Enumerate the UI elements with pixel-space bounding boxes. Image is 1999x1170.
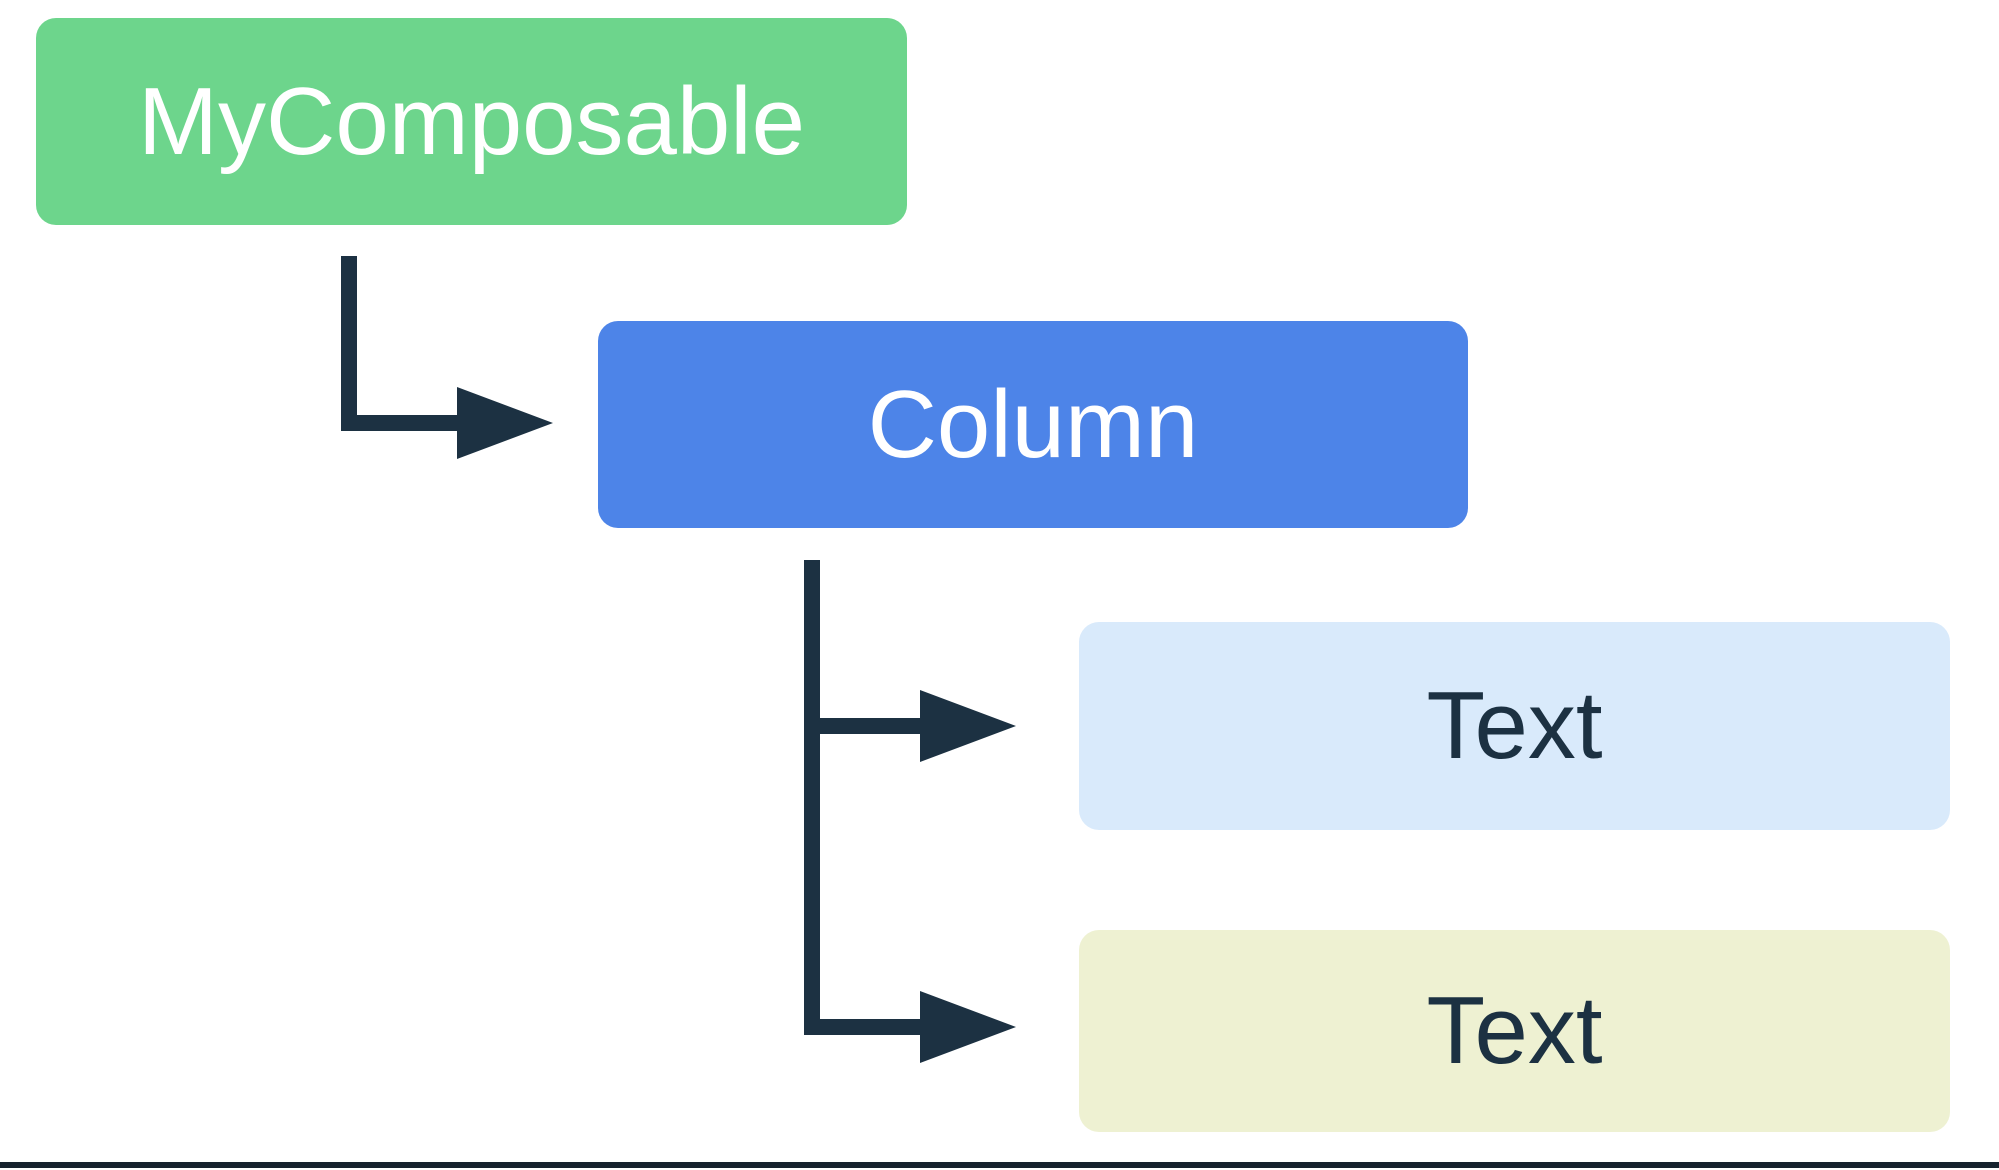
edge-column-children-trunk-line	[804, 560, 820, 1035]
edge-column-text-first-horizontal-line	[804, 718, 920, 734]
arrowhead-icon-column-text-first	[920, 690, 1016, 762]
node-text-second: Text	[1079, 930, 1950, 1132]
bottom-border-line	[0, 1162, 1999, 1168]
arrowhead-icon-column-text-second	[920, 991, 1016, 1063]
node-text-first: Text	[1079, 622, 1950, 830]
node-column: Column	[598, 321, 1468, 528]
edge-column-text-second-horizontal-line	[804, 1019, 920, 1035]
edge-mycomposable-column-horizontal-line	[341, 415, 457, 431]
node-mycomposable: MyComposable	[36, 18, 907, 225]
arrowhead-icon-mycomposable-column	[457, 387, 553, 459]
edge-mycomposable-column-vertical-line	[341, 256, 357, 431]
